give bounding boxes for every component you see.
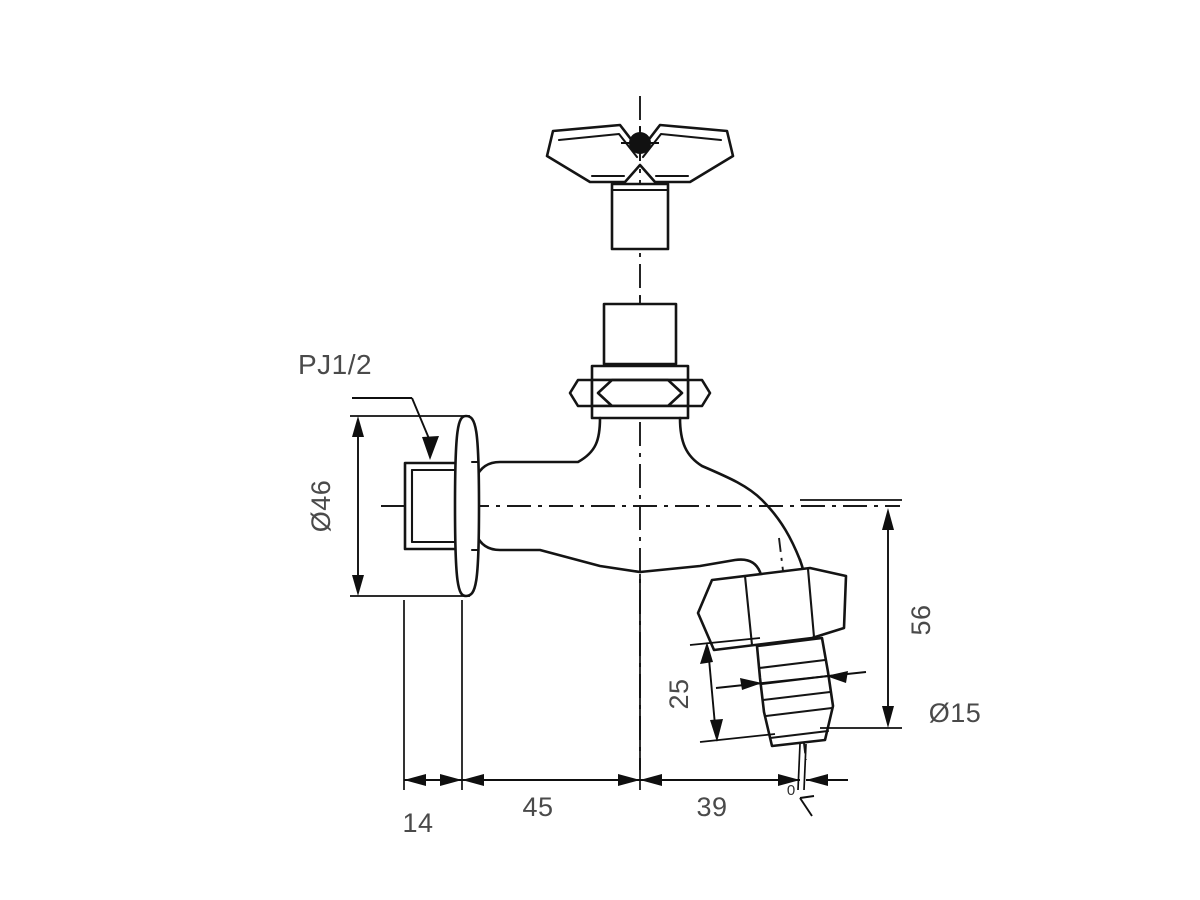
label-spout-offset: 39 — [696, 792, 727, 822]
dim0-leader-tick — [799, 795, 815, 799]
label-flange-diameter: Ø46 — [306, 480, 336, 533]
dia46-arrow-bottom — [352, 575, 364, 596]
body-upper-right-contour — [678, 416, 802, 562]
dimension-outlet-height — [800, 499, 902, 729]
dim25-arrow-bottom — [710, 719, 723, 742]
dim0-leader — [799, 797, 813, 817]
pj-leader-arrowhead — [422, 436, 439, 460]
label-outlet-height: 56 — [906, 604, 936, 635]
wall-flange — [453, 414, 481, 598]
dimension-outlet-diameter — [715, 671, 867, 690]
nipple-barb-ring-4 — [764, 706, 834, 718]
label-outlet-diameter: Ø15 — [929, 698, 982, 728]
dim45-arrow-left — [462, 774, 484, 786]
body-upper-left-contour — [474, 416, 602, 480]
dimension-pj-thread-leader — [352, 397, 439, 460]
dim14-arrow-right — [440, 774, 462, 786]
bonnet-bottom-band — [590, 404, 690, 420]
chain-ext-x98b — [803, 743, 807, 791]
nipple-hex-collar — [696, 566, 848, 652]
dim14-arrow-left — [404, 774, 426, 786]
dim25-ext-top — [689, 637, 761, 646]
spindle-housing — [602, 302, 678, 366]
bonnet-hex-left-facet — [568, 378, 594, 408]
dim25-ext-bottom — [699, 733, 776, 743]
nipple-tip-lip — [768, 729, 830, 740]
handle-wing-inner-left — [557, 132, 639, 159]
bonnet-hex-right-facet — [686, 378, 712, 408]
label-body-run: 45 — [522, 792, 553, 822]
bottom-dimension-extension-lines — [403, 574, 807, 791]
handle-wing-inner-right — [641, 132, 723, 159]
handle-stem — [610, 182, 670, 251]
nipple-barb-ring-3 — [761, 690, 832, 702]
dim39-arrow-left — [640, 774, 662, 786]
dim0-arrow — [806, 774, 828, 786]
bottom-dimension-chain — [404, 774, 848, 817]
label-zero-reference: 0 — [787, 782, 795, 799]
drawing-text-labels: PJ1/2 Ø46 56 Ø15 25 14 45 39 0 — [298, 349, 981, 838]
body-lower-left-contour — [474, 532, 642, 574]
nipple-collar-facet-left — [743, 574, 754, 647]
dimension-nipple-length — [689, 637, 776, 743]
label-nipple-length: 25 — [664, 678, 694, 709]
dia15-arrow-right — [826, 671, 848, 683]
dim39-arrow-right — [778, 774, 800, 786]
nipple-collar-facet-right — [806, 567, 816, 639]
spindle-bonnet-assembly — [568, 302, 712, 420]
label-inlet-projection: 14 — [402, 808, 433, 838]
wall-flange-oval — [453, 414, 481, 598]
dim25-arrow-top — [700, 642, 713, 664]
nipple-barb-ring-1 — [757, 658, 827, 670]
label-thread-callout: PJ1/2 — [298, 349, 372, 380]
dim56-arrow-top — [882, 508, 894, 530]
pj-leader-diagonal — [411, 397, 431, 442]
dim45-arrow-right — [618, 774, 640, 786]
chain-ext-x98a — [797, 743, 801, 791]
butterfly-handle — [545, 123, 735, 184]
bonnet-top-band — [590, 364, 690, 382]
dimension-flange-diameter — [350, 415, 470, 597]
handle-fixing-screw — [629, 132, 651, 154]
handle-stem-body — [610, 182, 670, 251]
dim56-arrow-bottom — [882, 706, 894, 728]
dia46-arrow-top — [352, 416, 364, 437]
dia15-arrow-left — [740, 678, 762, 690]
inlet-thread — [403, 461, 468, 551]
